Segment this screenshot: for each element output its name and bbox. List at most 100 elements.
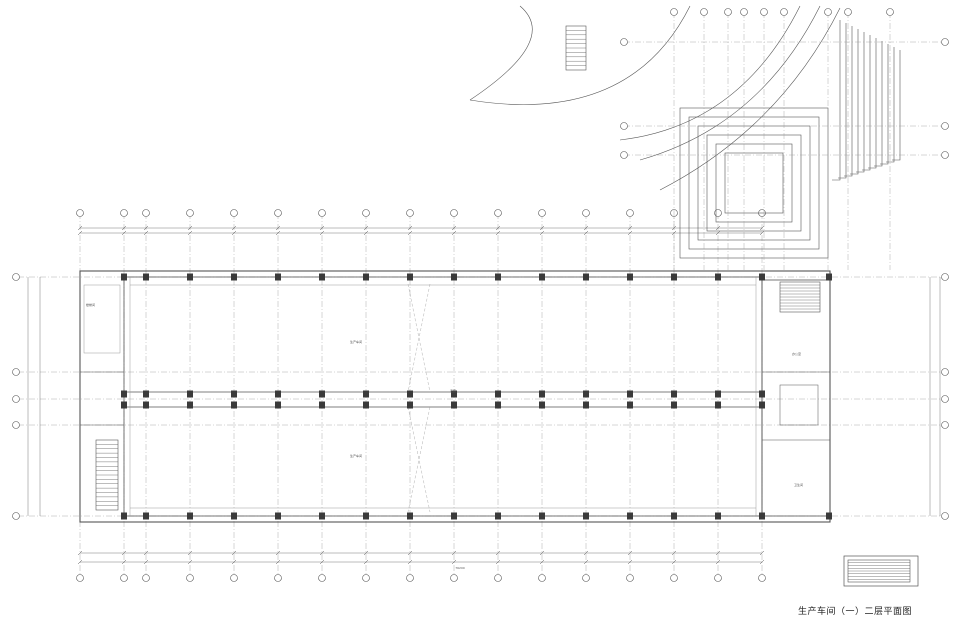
- dimension-tick: [759, 225, 765, 231]
- axis-bubble: [740, 8, 748, 16]
- ramp-outline: [706, 134, 802, 232]
- dimension-tick: [275, 559, 281, 565]
- column: [275, 401, 281, 409]
- dimension-tick: [451, 550, 457, 556]
- dimension-tick: [759, 550, 765, 556]
- dimension-tick: [231, 230, 237, 236]
- column: [143, 512, 149, 520]
- dimension-tick: [539, 550, 545, 556]
- axis-grid-lines: [18, 213, 945, 580]
- column: [627, 512, 633, 520]
- terrace-step: [844, 26, 853, 177]
- office-label: 办公室: [792, 351, 801, 356]
- dimension-tick: [77, 559, 83, 565]
- axis-bubble: [450, 209, 458, 217]
- dimension-tick: [583, 225, 589, 231]
- column: [275, 273, 281, 281]
- dimension-tick: [451, 225, 457, 231]
- axis-bubble: [758, 574, 766, 582]
- axis-bubble: [941, 151, 949, 159]
- dimension-tick: [715, 559, 721, 565]
- bay-lower-label: 生产车间: [350, 453, 362, 458]
- axis-bubble: [626, 574, 634, 582]
- column: [539, 512, 545, 520]
- column: [495, 390, 501, 398]
- dimension-tick: [671, 225, 677, 231]
- axis-bubble: [12, 421, 20, 429]
- dimension-tick: [187, 559, 193, 565]
- dimension-tick: [715, 550, 721, 556]
- axis-bubble: [142, 574, 150, 582]
- axis-bubble: [362, 574, 370, 582]
- axis-bubble: [12, 368, 20, 376]
- column: [715, 512, 721, 520]
- dimension-tick: [121, 550, 127, 556]
- axis-bubble: [76, 209, 84, 217]
- column: [539, 273, 545, 281]
- dimension-tick: [319, 230, 325, 236]
- column: [451, 512, 457, 520]
- column: [715, 273, 721, 281]
- dimension-tick: [627, 550, 633, 556]
- annex-curve: [469, 5, 691, 105]
- axis-bubble: [494, 574, 502, 582]
- ramp-outline: [679, 107, 829, 259]
- dimension-tick: [143, 230, 149, 236]
- room-annotations: 生产车间 生产车间 走廊 楼梯间 办公室 卫生间 76200: [86, 302, 803, 570]
- axis-bubble: [780, 8, 788, 16]
- column: [759, 401, 765, 409]
- axis-bubble: [362, 209, 370, 217]
- dimension-tick: [407, 550, 413, 556]
- axis-bubbles: [12, 209, 949, 582]
- column: [407, 273, 413, 281]
- axis-bubble: [941, 273, 949, 281]
- dimension-tick: [407, 230, 413, 236]
- column: [231, 390, 237, 398]
- dimension-tick: [275, 225, 281, 231]
- dimension-tick: [407, 559, 413, 565]
- column: [671, 401, 677, 409]
- annex-curve: [469, 5, 533, 101]
- column-markers: [121, 273, 832, 520]
- terrace-step: [856, 32, 865, 173]
- dimension-tick: [363, 230, 369, 236]
- column: [583, 401, 589, 409]
- wc-label: 卫生间: [794, 482, 803, 487]
- corridor-label: 走廊: [450, 388, 456, 393]
- axis-bubble: [700, 8, 708, 16]
- dimension-tick: [627, 230, 633, 236]
- column: [121, 273, 127, 281]
- dimension-tick: [319, 559, 325, 565]
- dimension-tick: [495, 230, 501, 236]
- dimension-tick: [231, 550, 237, 556]
- dimension-tick: [451, 230, 457, 236]
- axis-bubble: [120, 209, 128, 217]
- dimension-tick: [407, 225, 413, 231]
- axis-bubble: [626, 209, 634, 217]
- column: [187, 390, 193, 398]
- terrace-step: [868, 38, 877, 169]
- bay-upper-label: 生产车间: [350, 339, 362, 344]
- column: [495, 273, 501, 281]
- column: [627, 401, 633, 409]
- dimension-tick: [363, 559, 369, 565]
- column: [451, 273, 457, 281]
- column: [319, 273, 325, 281]
- dimension-tick: [121, 230, 127, 236]
- room-box: [779, 384, 819, 426]
- axis-bubble: [941, 38, 949, 46]
- column: [759, 512, 765, 520]
- column: [275, 512, 281, 520]
- dimension-tick: [143, 550, 149, 556]
- axis-bubble: [12, 273, 20, 281]
- void-line: [407, 406, 431, 513]
- terrace-step: [886, 47, 895, 163]
- column: [121, 390, 127, 398]
- column: [407, 401, 413, 409]
- axis-bubble: [538, 209, 546, 217]
- axis-bubble: [406, 209, 414, 217]
- axis-bubble: [186, 574, 194, 582]
- column: [495, 401, 501, 409]
- column: [539, 390, 545, 398]
- column: [671, 512, 677, 520]
